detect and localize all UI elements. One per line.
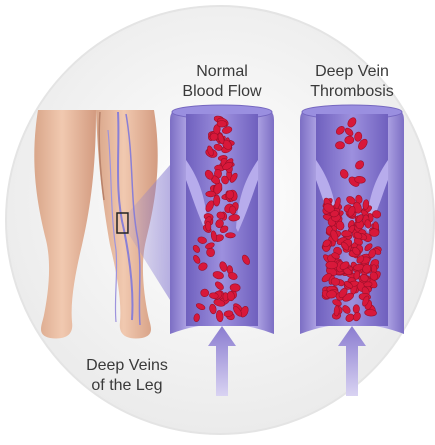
blood-cell [205, 221, 211, 231]
blood-cell [341, 231, 351, 237]
label-line: Thrombosis [292, 82, 412, 102]
blood-cell [225, 233, 235, 238]
label-line: Deep Veins [72, 356, 182, 376]
blood-cell [230, 284, 241, 292]
label-deep-vein-thrombosis: Deep Vein Thrombosis [292, 62, 412, 102]
thrombosis-vein [300, 105, 404, 334]
blood-cell [364, 282, 373, 287]
label-normal-blood-flow: Normal Blood Flow [170, 62, 274, 102]
label-deep-veins-of-leg: Deep Veins of the Leg [72, 356, 182, 396]
blood-cell [370, 229, 380, 237]
blood-cell [201, 289, 209, 297]
blood-cell [326, 261, 338, 269]
normal-vein [170, 105, 274, 334]
blood-cell [217, 120, 227, 127]
blood-cell [206, 191, 216, 197]
label-line: Blood Flow [170, 82, 274, 102]
label-line: of the Leg [72, 376, 182, 396]
label-line: Deep Vein [292, 62, 412, 82]
blood-cell [334, 306, 340, 317]
label-line: Normal [170, 62, 274, 82]
blood-cell [353, 305, 360, 314]
blood-cell [335, 141, 345, 149]
